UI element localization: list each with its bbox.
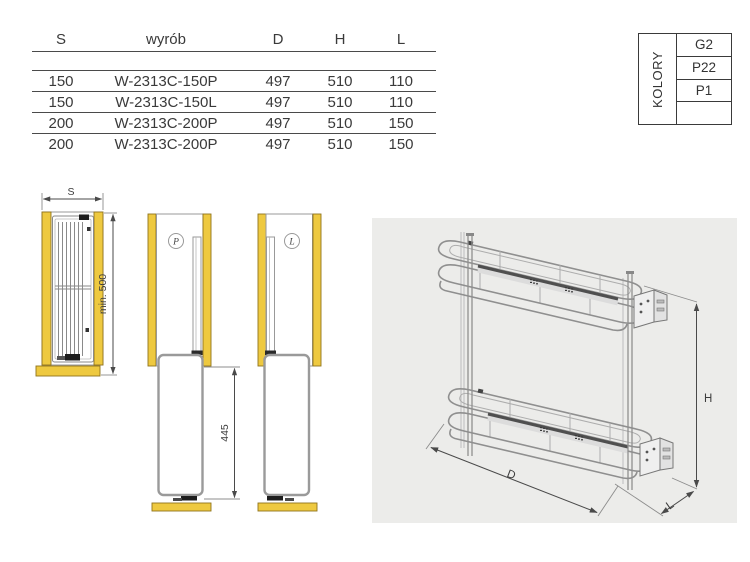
table-spacer-row xyxy=(32,51,436,71)
table-cell: 150 xyxy=(32,91,90,113)
cabinet-bottom-panel xyxy=(151,502,212,512)
version-marker-l: L xyxy=(288,238,294,248)
dim-label-h: H xyxy=(704,393,712,405)
table-cell: 497 xyxy=(242,70,314,92)
table-cell: 110 xyxy=(366,70,436,92)
basket-wires xyxy=(55,222,91,356)
iso-view-drawing: H D L xyxy=(372,218,737,523)
table-cell: 150 xyxy=(366,112,436,134)
front-posts xyxy=(466,233,634,490)
table-cell: 510 xyxy=(314,91,366,113)
colors-box-title: KOLORY xyxy=(650,50,666,108)
dim-extension-line xyxy=(643,285,698,303)
col-header-length: L xyxy=(366,27,436,52)
mount-bracket-bottom xyxy=(639,437,674,477)
table-cell: W-2313C-200P xyxy=(90,112,242,134)
table-cell: 497 xyxy=(242,91,314,113)
dim-extension-line xyxy=(597,485,619,517)
table-cell: 200 xyxy=(32,112,90,134)
basket-tier-bottom xyxy=(447,388,653,480)
dim-label-s: S xyxy=(67,186,74,198)
dim-label-d: D xyxy=(505,468,517,482)
table-cell: 200 xyxy=(48,135,74,153)
dim-extension-line xyxy=(614,483,664,517)
table-cell: 150 xyxy=(32,70,90,92)
dim-line-d xyxy=(430,447,598,513)
version-marker-circle xyxy=(168,233,184,249)
pull-out-front xyxy=(263,353,311,497)
cabinet-bottom-panel xyxy=(257,502,318,512)
cabinet-side-panel xyxy=(41,211,52,366)
table-header-row: S wyrób D H L xyxy=(32,27,436,52)
slide-block xyxy=(265,350,276,355)
spec-table: S wyrób D H L 150 W-2313C-150P 497 510 1… xyxy=(32,27,436,154)
table-row: 200 W-2313C-200P 497 510 150 xyxy=(32,134,436,155)
mount-bracket-top xyxy=(633,289,668,329)
pull-out-rail xyxy=(266,236,275,355)
col-header-width: S xyxy=(32,27,90,52)
dim-extension-line xyxy=(425,423,445,450)
version-marker-circle xyxy=(284,233,300,249)
floor-glide xyxy=(267,496,283,501)
pull-out-front xyxy=(157,353,204,497)
slide-hardware xyxy=(57,214,91,361)
front-view-right-version: P xyxy=(147,213,212,512)
vent-holes xyxy=(575,435,583,441)
vent-holes xyxy=(565,287,573,293)
color-option-empty xyxy=(677,102,731,124)
pull-out-rail xyxy=(192,236,202,355)
floor-glide xyxy=(181,496,197,501)
table-cell: W-2313C-150L xyxy=(90,91,242,113)
color-option: P1 xyxy=(677,80,731,103)
dim-extension-line xyxy=(671,477,698,490)
table-cell: 510 xyxy=(314,112,366,134)
top-view-drawing: S min. 500 xyxy=(35,186,117,377)
cabinet-front-panel xyxy=(35,365,101,377)
cabinet-side-panel xyxy=(257,213,267,367)
table-cell: 510 xyxy=(327,135,353,153)
floor-glide-detail xyxy=(173,498,182,501)
color-option: P22 xyxy=(677,57,731,80)
col-header-depth: D xyxy=(242,27,314,52)
floor-glide-detail xyxy=(285,498,294,501)
table-cell: 110 xyxy=(366,91,436,113)
cabinet-side-panel xyxy=(147,213,157,367)
dim-label-445: 445 xyxy=(219,424,231,442)
table-cell: 497 xyxy=(242,112,314,134)
vent-holes xyxy=(540,427,548,433)
colors-box-options: G2 P22 P1 xyxy=(677,34,731,124)
col-header-product: wyrób xyxy=(90,27,242,52)
col-header-height: H xyxy=(314,27,366,52)
table-cell: 497 xyxy=(265,135,291,153)
table-row: 200 W-2313C-200P 497 510 150 xyxy=(32,112,436,134)
basket-tier-top xyxy=(437,240,643,332)
table-row: 150 W-2313C-150P 497 510 110 xyxy=(32,70,436,92)
table-cell: W-2313C-200P xyxy=(114,135,218,153)
table-cell: 150 xyxy=(388,135,414,153)
basket-outline xyxy=(52,215,94,363)
version-marker-p: P xyxy=(172,238,179,248)
cabinet-side-panel xyxy=(202,213,212,367)
table-cell: W-2313C-150P xyxy=(90,70,242,92)
colors-box-title-cell: KOLORY xyxy=(639,34,677,124)
slide-block xyxy=(191,350,203,355)
front-view-left-version: L xyxy=(257,213,322,512)
table-cell: 510 xyxy=(314,70,366,92)
colors-box: KOLORY G2 P22 P1 xyxy=(638,33,732,125)
color-option: G2 xyxy=(677,34,731,57)
table-row: 150 W-2313C-150L 497 510 110 xyxy=(32,91,436,113)
dim-line-l xyxy=(660,491,695,514)
dim-label-min500: min. 500 xyxy=(97,274,109,314)
front-views-drawing: P L 445 xyxy=(147,213,322,512)
cabinet-side-panel xyxy=(312,213,322,367)
vent-holes xyxy=(530,279,538,285)
